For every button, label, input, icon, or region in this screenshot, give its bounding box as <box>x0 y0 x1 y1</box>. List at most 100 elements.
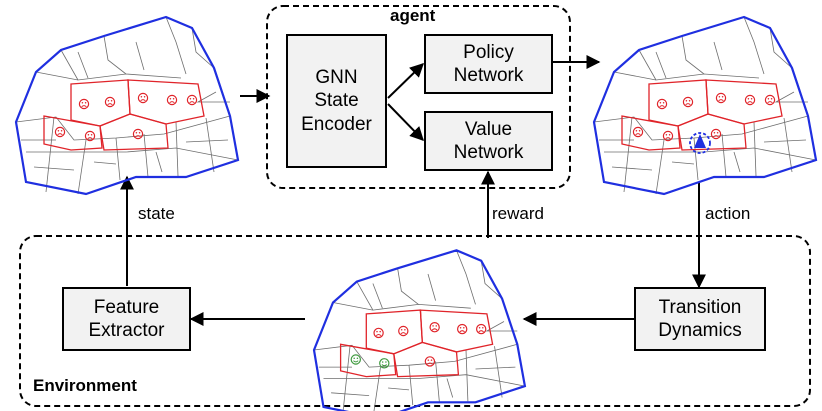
street-line <box>342 345 351 411</box>
state-label: state <box>138 204 175 223</box>
agent-title: agent <box>390 6 436 25</box>
street-line <box>743 16 765 75</box>
street-line <box>655 51 667 79</box>
street-line <box>313 343 518 368</box>
street-line <box>783 117 793 173</box>
street-line <box>774 91 808 103</box>
value-network-box: Value Network <box>424 111 553 171</box>
unhappy-face-icon <box>662 130 674 142</box>
policy-line-1: Policy <box>463 41 514 63</box>
unhappy-face-icon <box>715 92 727 104</box>
target-region <box>705 79 783 125</box>
unhappy-face-icon <box>429 322 440 333</box>
street-line <box>373 367 381 411</box>
unhappy-face-icon <box>132 128 144 140</box>
city-boundary <box>14 15 240 196</box>
target-region <box>677 113 747 151</box>
encoder-line-1: GNN <box>315 67 358 89</box>
street-line <box>388 387 410 391</box>
reward-label: reward <box>492 204 544 223</box>
unhappy-face-icon <box>656 98 668 110</box>
street-line <box>35 71 182 81</box>
street-line <box>753 121 757 177</box>
unhappy-face-icon <box>476 323 487 335</box>
unhappy-face-icon <box>373 327 384 339</box>
target-region <box>419 309 494 353</box>
street-line <box>26 147 239 161</box>
environment-title: Environment <box>33 376 137 395</box>
street-line <box>143 133 149 178</box>
connectors <box>120 55 706 326</box>
street-line <box>332 302 471 311</box>
street-line <box>611 166 653 171</box>
happy-face-icon <box>350 354 361 365</box>
unhappy-face-icon <box>137 92 149 104</box>
street-line <box>475 366 516 370</box>
target-region <box>393 341 460 378</box>
policy-line-2: Network <box>453 65 524 86</box>
target-region <box>127 79 205 125</box>
street-line <box>480 260 503 299</box>
street-line <box>638 49 657 81</box>
street-line <box>713 41 723 71</box>
unhappy-face-icon <box>424 356 436 367</box>
street-line <box>681 35 705 75</box>
street-line <box>485 321 518 332</box>
street-line <box>356 281 374 311</box>
street-line <box>623 116 633 193</box>
gnn-state-encoder-box: GNN State Encoder <box>286 34 387 168</box>
street-line <box>191 27 215 69</box>
unhappy-face-icon <box>764 94 776 106</box>
street-line <box>769 27 793 69</box>
target-region <box>621 115 681 151</box>
street-line <box>103 35 127 75</box>
unhappy-face-icon <box>632 126 644 138</box>
arrow-encoder-to-value <box>387 103 424 142</box>
transition-line-1: Transition <box>658 296 742 318</box>
happy-face-icon <box>379 358 390 369</box>
extractor-line-1: Feature <box>93 296 160 318</box>
street-line <box>763 139 807 143</box>
street-line <box>655 139 665 195</box>
street-line <box>593 115 809 141</box>
street-line <box>15 115 231 141</box>
street-line <box>331 392 370 396</box>
street-line <box>733 151 741 173</box>
street-line <box>613 71 760 81</box>
selected-node-icon <box>689 132 711 154</box>
street-line <box>427 273 436 301</box>
map-next-state <box>312 249 527 411</box>
map-after-action <box>592 15 818 196</box>
street-line <box>60 49 79 81</box>
street-line <box>45 116 55 193</box>
unhappy-face-icon <box>78 98 90 110</box>
encoder-line-3: Encoder <box>301 113 372 135</box>
unhappy-face-icon <box>54 126 66 138</box>
street-line <box>323 374 525 387</box>
city-boundary <box>312 249 527 411</box>
target-region <box>99 113 169 151</box>
arrow-encoder-to-policy <box>387 63 425 99</box>
street-line <box>456 250 476 305</box>
unhappy-face-icon <box>682 96 694 108</box>
street-line <box>115 137 121 181</box>
policy-network-box: Policy Network <box>424 34 553 94</box>
street-line <box>196 91 230 103</box>
extractor-line-2: Extractor <box>88 320 165 341</box>
street-line <box>155 151 163 173</box>
street-line <box>408 365 414 406</box>
city-boundary <box>592 15 818 196</box>
street-line <box>372 283 383 309</box>
value-line-1: Value <box>464 118 513 140</box>
target-region <box>339 343 397 378</box>
street-line <box>446 378 454 398</box>
transition-line-2: Dynamics <box>658 320 742 341</box>
street-line <box>77 139 87 195</box>
street-line <box>693 137 699 181</box>
street-line <box>33 166 75 171</box>
transition-dynamics-box: Transition Dynamics <box>634 287 766 351</box>
unhappy-face-icon <box>166 94 178 106</box>
action-label: action <box>705 204 751 223</box>
street-line <box>494 346 503 398</box>
